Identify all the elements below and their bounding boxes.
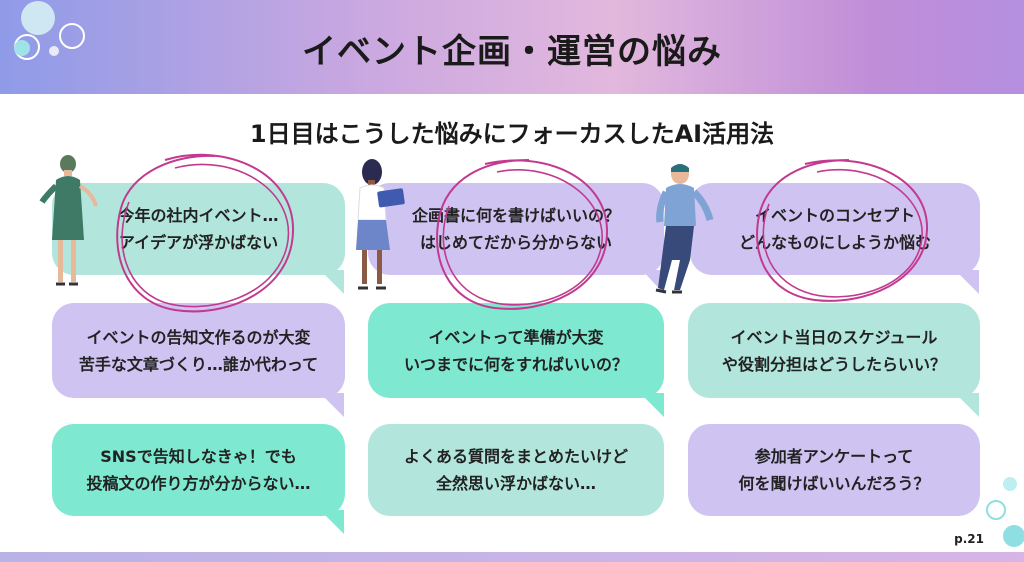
page-subtitle: 1日目はこうした悩みにフォーカスしたAI活用法 [249,120,775,148]
bubble-4-tail [320,393,344,417]
highlight-circle-2-icon [436,159,609,310]
bubble-3-line-2: どんなものにしようか悩む [738,233,931,252]
bubble-8-line-2: 全然思い浮かばない… [435,474,596,493]
highlight-circle-3-icon [756,159,929,302]
speech-bubble-9: 参加者アンケートって 何を聞けばいいんだろう？ [688,424,980,516]
bubble-4-line-1: イベントの告知文作るのが大変 [86,327,311,347]
bubble-5-line-1: イベントって準備が大変 [428,327,604,347]
bubble-8-line-1: よくある質問をまとめたいけど [403,447,628,466]
bubble-1-line-1: 今年の社内イベント… [118,206,279,225]
woman-thinking-illustration [39,155,98,286]
bubble-9-line-2: 何を聞けばいいんだろう？ [738,474,930,493]
speech-bubble-1: 今年の社内イベント… アイデアが浮かばない [52,183,345,275]
speech-bubble-2: 企画書に何を書けばいいの？ はじめてだから分からない [368,183,664,275]
bubble-3-line-1: イベントのコンセプト [754,206,915,225]
bubble-4-line-2: 苦手な文章づくり…誰か代わって [78,354,319,374]
highlight-circle-1-icon [116,153,295,313]
header-banner [0,0,1024,94]
bubble-7-tail [320,510,344,534]
bubble-7-line-2: 投稿文の作り方が分からない… [86,474,311,493]
bubble-3-tail [955,270,979,294]
speech-bubble-7: SNSで告知しなきゃ！でも 投稿文の作り方が分からない… [52,424,345,516]
bubble-2-line-2: はじめてだから分からない [419,233,612,252]
bubble-6-line-1: イベント当日のスケジュール [730,327,938,347]
speech-bubble-3: イベントのコンセプト どんなものにしようか悩む [690,183,980,275]
speech-bubble-6: イベント当日のスケジュール や役割分担はどうしたらいい？ [688,303,980,398]
bubble-decoration-bottom-icon [986,477,1024,547]
bubble-7-line-1: SNSで告知しなきゃ！でも [100,447,297,466]
bubble-2-line-1: 企画書に何を書けばいいの？ [411,206,620,225]
bubble-6-line-2: や役割分担はどうしたらいい？ [721,354,946,374]
bubble-5-tail [640,393,664,417]
bubble-9-line-1: 参加者アンケートって [754,447,914,466]
footer-bar [0,552,1024,562]
bubble-5-line-2: いつまでに何をすればいいの？ [403,354,628,374]
bubble-decoration-icon [14,1,85,60]
speech-bubble-4: イベントの告知文作るのが大変 苦手な文章づくり…誰か代わって [52,303,345,398]
speech-bubble-5: イベントって準備が大変 いつまでに何をすればいいの？ [368,303,664,398]
man-thinking-illustration [655,164,714,294]
woman-laptop-illustration [356,159,405,290]
bubble-1-tail [320,270,344,294]
bubble-6-tail [955,393,979,417]
speech-bubble-8: よくある質問をまとめたいけど 全然思い浮かばない… [368,424,664,516]
bubble-1-line-2: アイデアが浮かばない [118,233,279,252]
page-title: イベント企画・運営の悩み [302,32,722,72]
page-number: p.21 [954,532,984,546]
